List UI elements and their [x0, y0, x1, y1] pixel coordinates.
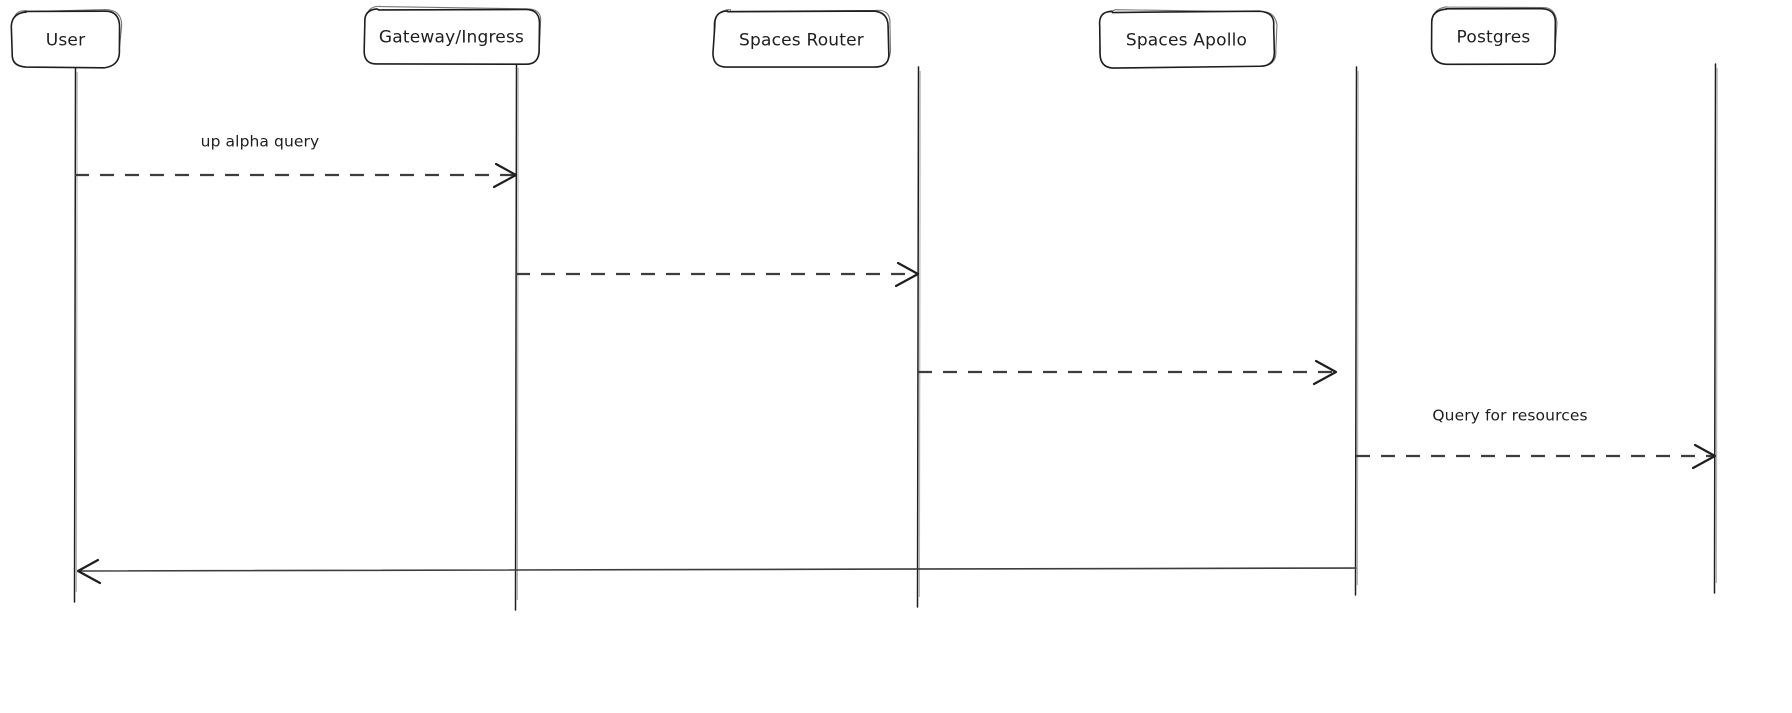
participant-router[interactable]: Spaces Router [712, 8, 892, 68]
participant-box-outline [1430, 7, 1557, 66]
arrow-head-icon [76, 558, 102, 585]
lifeline-router [916, 66, 921, 608]
arrow-head-icon [1312, 359, 1338, 386]
participant-box-outline [10, 10, 121, 69]
arrow-head-icon [492, 162, 518, 189]
lifeline-user [73, 67, 78, 603]
participants-layer: User Gateway/Ingress Spaces Router Spaces A… [10, 5, 1558, 69]
participant-label-user: User [46, 31, 86, 51]
lifelines-layer [73, 63, 1718, 611]
lifeline-postgres [1713, 63, 1718, 594]
message-msg-2[interactable] [516, 261, 920, 288]
participant-label-gateway: Gateway/Ingress [379, 28, 524, 48]
participant-label-router: Spaces Router [739, 31, 864, 51]
participant-box-outline [363, 8, 541, 66]
arrow-head-icon [894, 261, 920, 288]
message-label-msg-4: Query for resources [1432, 407, 1587, 425]
messages-layer [75, 162, 1717, 585]
participant-postgres[interactable]: Postgres [1430, 6, 1558, 66]
message-label-msg-1: up alpha query [201, 133, 320, 151]
message-msg-4[interactable] [1356, 443, 1717, 470]
participant-box-outline [1098, 10, 1276, 69]
participant-box-outline [712, 10, 890, 68]
message-msg-1[interactable] [75, 162, 518, 189]
participant-label-postgres: Postgres [1457, 28, 1531, 48]
message-msg-3[interactable] [918, 359, 1338, 386]
participant-gateway[interactable]: Gateway/Ingress [363, 5, 542, 66]
lifeline-gateway [514, 63, 519, 611]
participant-apollo[interactable]: Spaces Apollo [1098, 9, 1278, 69]
message-msg-5[interactable] [76, 558, 1357, 585]
arrow-head-icon [1691, 443, 1717, 470]
participant-user[interactable]: User [10, 9, 123, 69]
participant-label-apollo: Spaces Apollo [1126, 31, 1247, 51]
message-line-solid [77, 567, 1357, 572]
lifeline-apollo [1354, 66, 1359, 596]
